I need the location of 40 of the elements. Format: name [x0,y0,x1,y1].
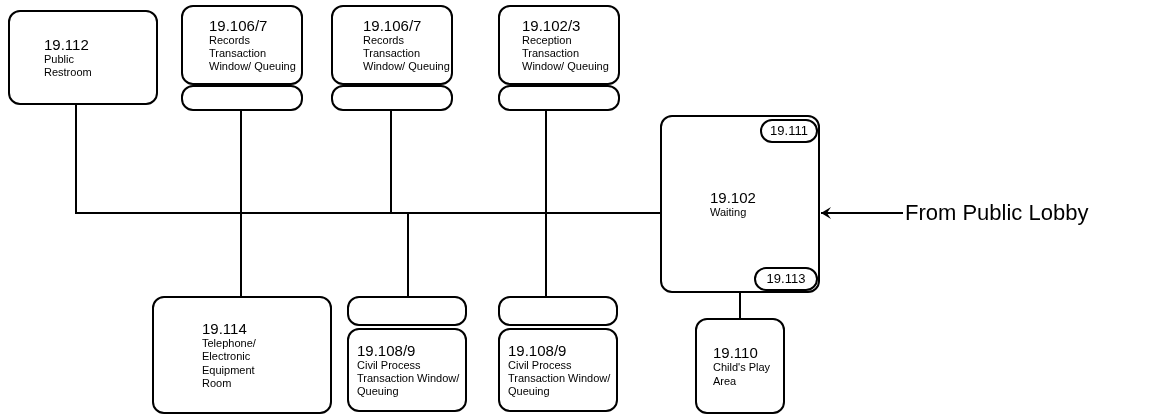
room-box [695,318,785,414]
room-box [181,5,303,85]
room-name: Reception Transaction Window/ Queuing [522,33,610,74]
room-number: 19.112 [44,35,89,53]
room-name: Records Transaction Window/ Queuing [363,33,451,74]
room-name: Civil Process Transaction Window/ Queuing [357,358,461,399]
lobby-label: From Public Lobby [905,200,1089,226]
room-name: Waiting [710,206,747,220]
room-box [152,296,332,414]
room-number: 19.106/7 [209,16,268,34]
room-name: Child's Play Area [713,361,772,388]
room-number: 19.108/9 [357,341,416,359]
empty-box [331,85,453,111]
room-name: Records Transaction Window/ Queuing [209,33,297,74]
room-number: 19.108/9 [508,341,567,359]
room-tag [760,119,818,143]
connector-line [545,212,661,297]
room-name: Telephone/ Electronic Equipment Room [202,337,257,390]
empty-box [498,85,620,111]
room-number: 19.111 [770,123,808,139]
room-tag [754,267,818,291]
empty-box [181,85,303,111]
room-number: 19.114 [202,320,247,338]
room-number: 19.113 [766,271,806,287]
empty-box [498,296,618,326]
room-box [660,115,820,293]
room-number: 19.102 [710,188,756,207]
connector-line [739,292,741,319]
room-box [8,10,158,105]
arrow [820,207,904,219]
room-number: 19.102/3 [522,16,581,34]
room-number: 19.110 [713,344,758,362]
room-name: Civil Process Transaction Window/ Queuing [508,358,612,399]
empty-box [347,296,467,326]
room-box [498,328,618,412]
room-name: Public Restroom [44,52,93,80]
room-box [498,5,620,85]
room-box [331,5,453,85]
room-number: 19.106/7 [363,16,422,34]
room-box [347,328,467,412]
